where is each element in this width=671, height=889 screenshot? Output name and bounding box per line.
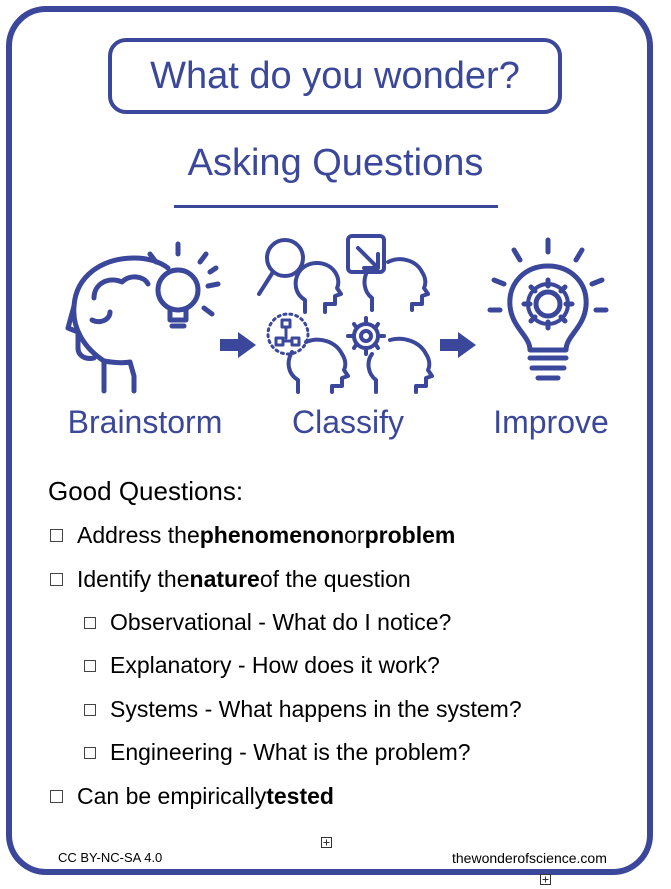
site-url: thewonderofscience.com xyxy=(452,850,607,866)
magnifier-head-icon xyxy=(257,238,343,314)
checklist-item-engineering: Engineering - What is the problem? xyxy=(84,739,471,766)
checkbox[interactable] xyxy=(84,616,96,629)
flowchart-head-icon xyxy=(266,312,350,394)
checklist-item-phenomenon: Address the phenomenon or problem xyxy=(50,522,455,549)
checklist-item-tested: Can be empirically tested xyxy=(50,783,334,810)
plus-box-icon[interactable] xyxy=(540,874,551,885)
checklist-item-systems: Systems - What happens in the system? xyxy=(84,696,522,723)
license-text: CC BY-NC-SA 4.0 xyxy=(58,850,163,865)
arrow-right-icon xyxy=(440,332,476,358)
checkbox[interactable] xyxy=(50,790,63,803)
stage-label-improve: Improve xyxy=(493,404,609,440)
title-underline xyxy=(174,205,498,208)
plus-box-icon[interactable] xyxy=(321,837,332,848)
arrow-box-head-icon xyxy=(346,234,430,312)
checklist-item-nature: Identify the nature of the question xyxy=(50,566,411,593)
stage-label-classify: Classify xyxy=(291,404,404,440)
checklist-item-observational: Observational - What do I notice? xyxy=(84,609,451,636)
gear-lightbulb-icon xyxy=(487,237,609,381)
checklist-heading: Good Questions: xyxy=(48,476,244,506)
subtitle: Asking Questions xyxy=(187,142,484,184)
checkbox[interactable] xyxy=(84,703,96,716)
title-box: What do you wonder? xyxy=(108,38,562,114)
page-title: What do you wonder? xyxy=(150,54,520,97)
arrow-right-icon xyxy=(220,332,256,358)
checklist-item-explanatory: Explanatory - How does it work? xyxy=(84,652,440,679)
page-frame xyxy=(6,6,653,875)
head-lightbulb-icon xyxy=(65,241,221,394)
gear-head-icon xyxy=(346,316,434,394)
checkbox[interactable] xyxy=(84,746,96,759)
checkbox[interactable] xyxy=(50,529,63,542)
checkbox[interactable] xyxy=(84,659,96,672)
stage-label-brainstorm: Brainstorm xyxy=(67,404,223,440)
checkbox[interactable] xyxy=(50,573,63,586)
